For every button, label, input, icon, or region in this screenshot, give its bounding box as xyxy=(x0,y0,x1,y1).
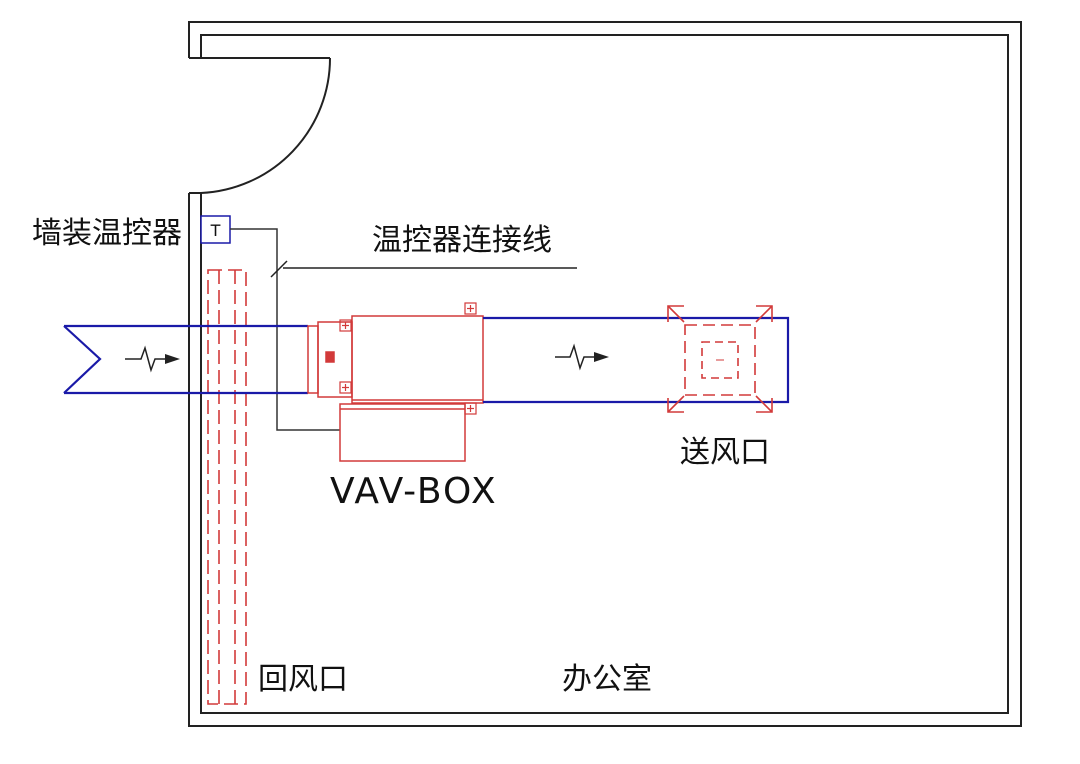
thermostat-label: 墙装温控器 xyxy=(32,216,182,251)
vav-box-unit xyxy=(307,302,484,462)
door xyxy=(189,57,332,194)
vav-inlet-collar xyxy=(307,325,319,394)
airflow-arrow-inlet xyxy=(125,345,180,373)
supply-outlet-label: 送风口 xyxy=(680,435,770,470)
airflow-arrow-supply xyxy=(555,343,609,371)
thermostat-symbol: T xyxy=(210,221,221,240)
vav-casing xyxy=(351,315,484,404)
mounting-brackets xyxy=(339,302,477,415)
inlet-duct xyxy=(63,324,308,395)
door-swing-arc xyxy=(200,57,332,194)
outer-wall xyxy=(188,21,1022,727)
room-label: 办公室 xyxy=(562,662,652,697)
thermostat-wire-label: 温控器连接线 xyxy=(372,223,552,258)
wire-label-leader xyxy=(270,260,577,278)
vav-control-box xyxy=(339,403,466,462)
supply-duct xyxy=(483,316,790,404)
supply-air-diffuser xyxy=(667,305,773,413)
return-air-grille xyxy=(207,269,247,705)
diffuser-corner-marks xyxy=(667,305,773,413)
vav-box-label: VAV-BOX xyxy=(330,471,498,512)
wall-thermostat: T xyxy=(200,215,231,244)
thermostat-wire xyxy=(230,228,340,431)
vav-damper-section xyxy=(317,321,353,398)
inner-wall xyxy=(200,34,1009,714)
thermostat-symbol-box xyxy=(200,215,231,244)
return-outlet-label: 回风口 xyxy=(258,662,348,697)
duct-break-symbol xyxy=(63,325,102,394)
room-walls xyxy=(188,21,1022,727)
